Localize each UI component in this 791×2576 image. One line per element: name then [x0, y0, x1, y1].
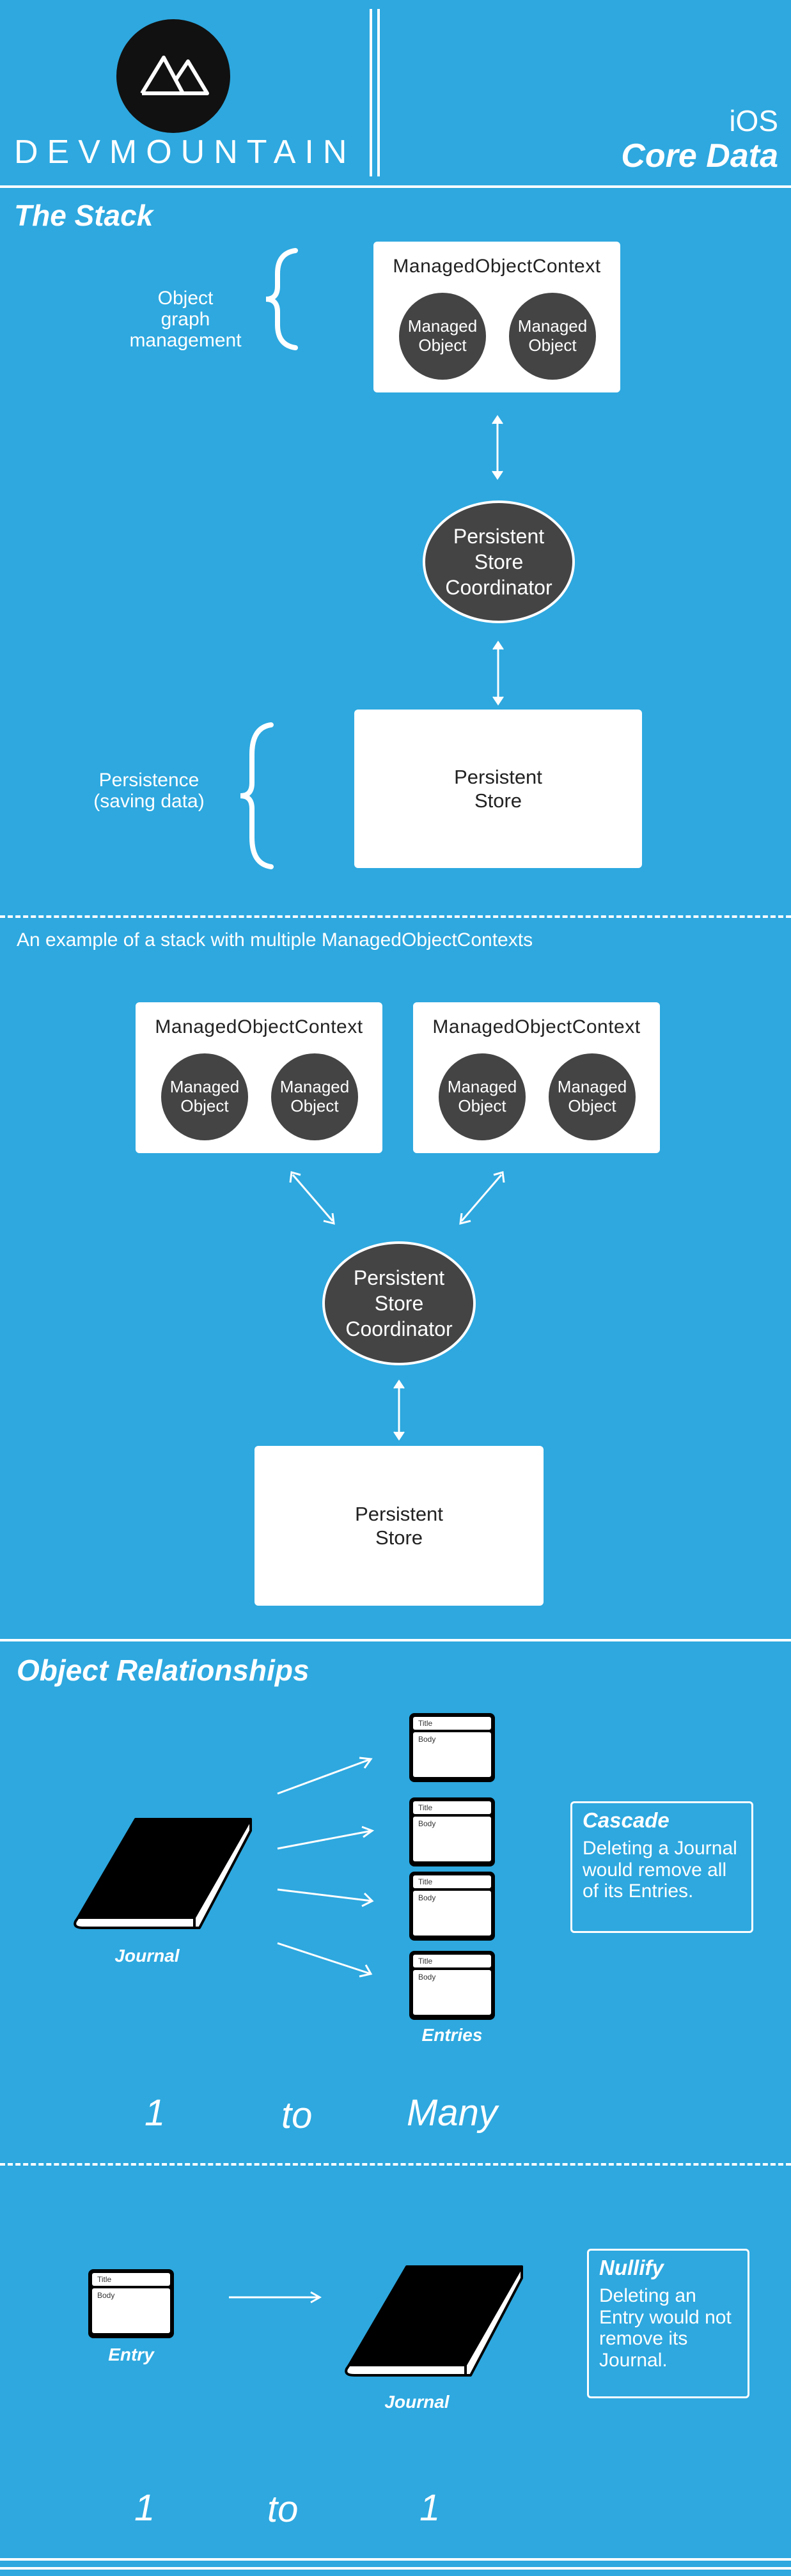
- nullify-title: Nullify: [599, 2256, 664, 2279]
- logo-badge: [116, 19, 230, 133]
- left-brace-icon: [265, 248, 298, 350]
- entry-card: Title Body: [409, 1951, 495, 2020]
- journal-book-icon: [345, 2265, 523, 2377]
- entry-title: Title: [92, 2273, 170, 2286]
- journal-label: Journal: [114, 1946, 180, 1966]
- entry-card: Title Body: [409, 1713, 495, 1782]
- double-arrow-icon: [393, 1379, 405, 1441]
- context-title: ManagedObjectContext: [432, 1016, 641, 1037]
- entries-label: Entries: [421, 2025, 483, 2045]
- entry-card: Title Body: [88, 2269, 174, 2338]
- entry-title: Title: [413, 1875, 491, 1888]
- context-title: ManagedObjectContext: [155, 1016, 363, 1037]
- ratio-one: 1: [145, 2092, 166, 2134]
- persistent-store-coordinator: Persistent Store Coordinator: [423, 500, 575, 623]
- multi-stack-caption: An example of a stack with multiple Mana…: [17, 929, 533, 950]
- platform-label: iOS: [729, 104, 778, 137]
- double-arrow-icon: [492, 415, 503, 480]
- section-divider: [0, 2163, 791, 2166]
- entry-card: Title Body: [409, 1872, 495, 1941]
- entry-label: Entry: [108, 2345, 154, 2364]
- ratio-one: 1: [134, 2487, 155, 2529]
- persistent-store: Persistent Store: [255, 1446, 544, 1606]
- context-box: ManagedObjectContext Managed Object Mana…: [136, 1002, 382, 1153]
- left-brace-icon: [240, 722, 274, 869]
- relationship-arrow-icon: [277, 1888, 374, 1907]
- entry-title: Title: [413, 1717, 491, 1730]
- managed-object: Managed Object: [509, 293, 596, 380]
- brand-name: DEVMOUNTAIN: [14, 134, 356, 171]
- journal-label: Journal: [384, 2392, 450, 2412]
- relationships-section-title: Object Relationships: [17, 1654, 309, 1687]
- footer-line: [0, 2567, 791, 2570]
- managed-object: Managed Object: [399, 293, 486, 380]
- stack-section-title: The Stack: [14, 199, 153, 232]
- cascade-note: Cascade Deleting a Journal would remove …: [570, 1801, 753, 1933]
- persistence-label: Persistence (saving data): [93, 770, 205, 812]
- relationship-arrow-icon: [277, 1826, 375, 1850]
- diagonal-arrow-icon: [289, 1171, 335, 1225]
- header-underline: [0, 185, 791, 188]
- persistent-store-coordinator: Persistent Store Coordinator: [322, 1241, 476, 1365]
- section-divider: [0, 1639, 791, 1641]
- nullify-text: Deleting an Entry would not remove its J…: [599, 2285, 732, 2371]
- context-title: ManagedObjectContext: [393, 256, 601, 277]
- cascade-title: Cascade: [583, 1808, 670, 1832]
- entry-card: Title Body: [409, 1797, 495, 1866]
- ratio-one: 1: [419, 2487, 441, 2529]
- managed-object: Managed Object: [161, 1053, 248, 1140]
- ratio-to: to: [281, 2095, 313, 2136]
- nullify-note: Nullify Deleting an Entry would not remo…: [587, 2249, 749, 2398]
- entry-body: Body: [413, 1817, 491, 1861]
- relationship-arrow-icon: [229, 2291, 322, 2304]
- entry-body: Body: [413, 1970, 491, 2015]
- topic-label: Core Data: [621, 137, 778, 175]
- ratio-many: Many: [407, 2092, 497, 2134]
- entry-title: Title: [413, 1955, 491, 1967]
- section-divider: [0, 915, 791, 918]
- object-graph-label: Object graph management: [129, 288, 242, 351]
- context-box: ManagedObjectContext Managed Object Mana…: [413, 1002, 660, 1153]
- footer-line: [0, 2558, 791, 2561]
- diagonal-arrow-icon: [459, 1171, 505, 1225]
- cascade-text: Deleting a Journal would remove all of i…: [583, 1838, 737, 1902]
- mountain-icon: [140, 56, 209, 95]
- ratio-to: to: [267, 2488, 299, 2530]
- relationship-arrow-icon: [277, 1757, 373, 1795]
- managed-object: Managed Object: [271, 1053, 358, 1140]
- managed-object: Managed Object: [439, 1053, 526, 1140]
- journal-book-icon: [74, 1818, 252, 1929]
- entry-body: Body: [413, 1891, 491, 1936]
- managed-object: Managed Object: [549, 1053, 636, 1140]
- double-arrow-icon: [492, 640, 504, 706]
- header-divider-2: [377, 9, 380, 176]
- context-box: ManagedObjectContext Managed Object Mana…: [373, 242, 620, 392]
- relationship-arrow-icon: [277, 1942, 373, 1978]
- header-divider: [370, 9, 372, 176]
- entry-body: Body: [92, 2288, 170, 2333]
- persistent-store: Persistent Store: [354, 710, 642, 868]
- entry-title: Title: [413, 1801, 491, 1814]
- entry-body: Body: [413, 1732, 491, 1777]
